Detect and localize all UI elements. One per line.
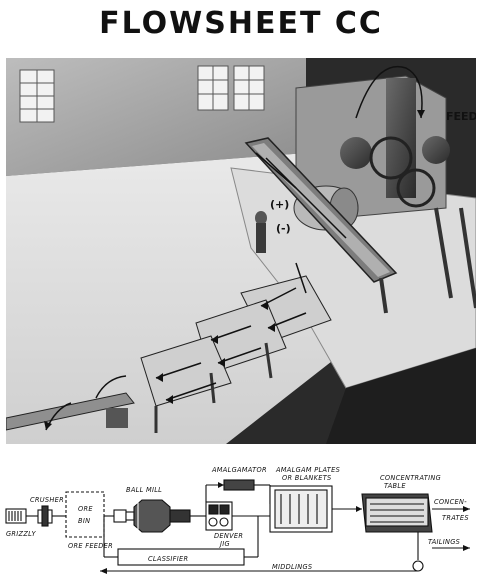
plus-label: (+) <box>270 198 289 211</box>
flow-diagram: CRUSHER GRIZZLY ORE BIN ORE FEEDER BALL … <box>5 466 470 574</box>
feed-label: FEED <box>446 110 476 123</box>
tailings-label: TAILINGS <box>428 538 460 546</box>
minus-label: (-) <box>276 222 291 235</box>
ore-feeder-symbol <box>113 509 127 523</box>
ore-feeder-label: ORE FEEDER <box>68 542 113 550</box>
plates-label-2: OR BLANKETS <box>282 474 332 482</box>
middlings-label: MIDDLINGS <box>272 563 312 571</box>
middlings-pump-symbol <box>412 560 424 572</box>
crusher-label: CRUSHER <box>30 496 64 504</box>
concentrates-label-2: TRATES <box>442 514 469 522</box>
grizzly-label: GRIZZLY <box>6 530 37 538</box>
ball-mill-symbol <box>125 499 191 533</box>
jig-label-1: DENVER <box>214 532 243 540</box>
table-label-2: TABLE <box>384 482 406 490</box>
jig-label-2: JIG <box>218 540 230 548</box>
plates-label-1: AMALGAM PLATES <box>275 466 340 474</box>
window-left <box>19 69 55 123</box>
mill-model-illustration: FEED (+) (-) <box>6 58 476 444</box>
ore-bin-label-2: BIN <box>78 517 90 525</box>
concentrates-label-1: CONCEN- <box>434 498 467 506</box>
ball-mill-label: BALL MILL <box>126 486 162 494</box>
concentrating-table-symbol <box>361 493 433 533</box>
amalgamator-label: AMALGAMATOR <box>211 466 267 474</box>
ore-bin-label-1: ORE <box>78 505 93 513</box>
ore-bin-symbol <box>65 491 105 538</box>
classifier-label: CLASSIFIER <box>148 555 188 563</box>
window-middle <box>197 65 229 111</box>
table-label-1: CONCENTRATING <box>380 474 441 482</box>
amalgamator-symbol <box>223 479 255 491</box>
window-right <box>233 65 265 111</box>
page-title: FLOWSHEET CC <box>99 6 383 41</box>
